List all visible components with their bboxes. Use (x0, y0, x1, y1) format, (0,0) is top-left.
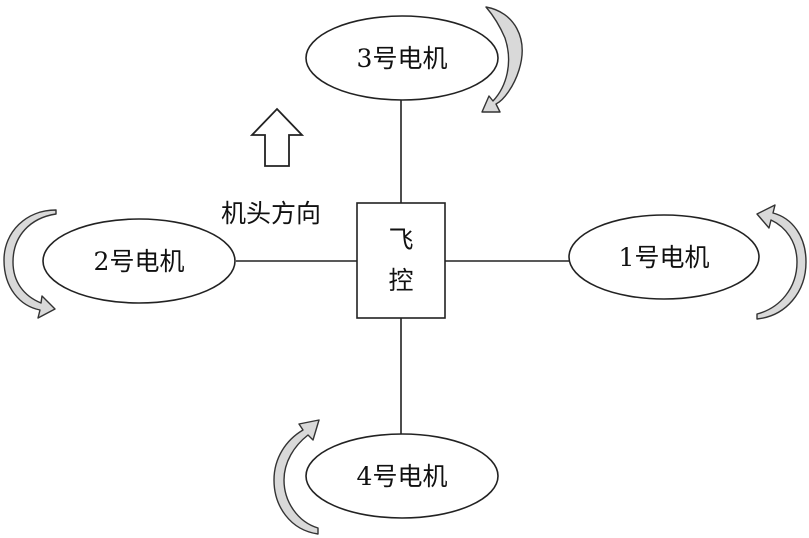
curved-arrow-icon (273, 419, 320, 535)
heading-label: 机头方向 (221, 199, 321, 228)
curved-arrow-icon (756, 204, 807, 320)
curved-arrow-icon (481, 6, 523, 113)
flight-controller-label-1: 飞 (388, 225, 413, 254)
motor-2-label: 2号电机 (94, 247, 185, 276)
motor-4-label: 4号电机 (357, 462, 448, 491)
curved-arrow-icon (3, 209, 57, 319)
motor-2: 2号电机 (42, 218, 236, 304)
flight-controller: 飞 控 (356, 202, 446, 319)
motor-4: 4号电机 (305, 433, 499, 519)
flight-controller-label-2: 控 (388, 266, 413, 295)
motor-3: 3号电机 (305, 15, 499, 101)
up-arrow-icon (249, 107, 305, 167)
motor-1-label: 1号电机 (619, 243, 710, 272)
motor-1: 1号电机 (568, 214, 760, 300)
motor-3-label: 3号电机 (357, 44, 448, 73)
